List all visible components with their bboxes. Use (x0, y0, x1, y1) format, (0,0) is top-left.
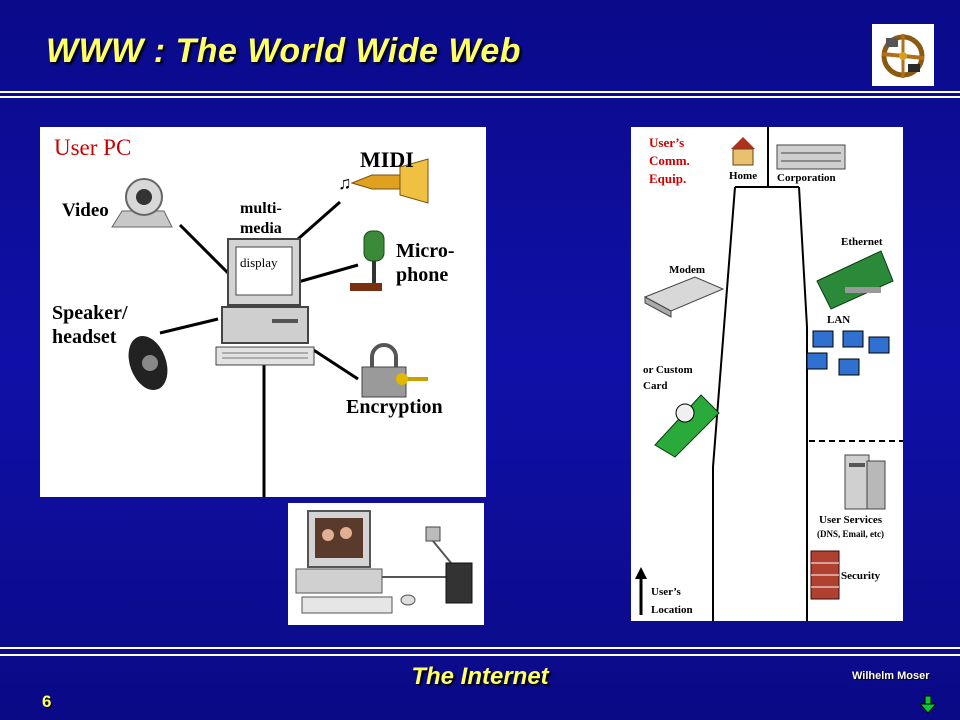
midi-label: MIDI (360, 147, 414, 172)
media-label: media (240, 220, 282, 237)
footer-rule-bottom (0, 654, 960, 656)
services-detail-label: (DNS, Email, etc) (817, 529, 884, 539)
pc-heading: User PC (54, 135, 131, 160)
up-arrow-icon (635, 567, 647, 615)
webcam-icon (111, 178, 173, 228)
header-rule-bottom (0, 96, 960, 98)
location-label-1: User’s (651, 586, 681, 598)
ethernet-card-icon (816, 250, 894, 310)
computer-icon (215, 238, 315, 366)
location-label-2: Location (651, 604, 693, 616)
microphone-icon (350, 230, 385, 291)
video-label: Video (62, 200, 109, 221)
author-name: Wilhelm Moser (852, 670, 930, 682)
multi-label: multi- (240, 200, 282, 217)
custom-card-icon (654, 394, 720, 458)
footer-rule-top (0, 647, 960, 649)
comm-heading-line2: Comm. (649, 153, 690, 168)
home-pc-photo (288, 503, 484, 625)
lan-computers-icon (806, 330, 890, 376)
trumpet-icon: ♫ (338, 158, 429, 204)
footer-title: The Internet (411, 663, 549, 690)
header-rule-top (0, 91, 960, 93)
modem-label: Modem (669, 264, 705, 276)
svg-text:♫: ♫ (338, 173, 352, 193)
security-label: Security (841, 570, 881, 582)
services-label: User Services (819, 514, 883, 526)
building-icon (776, 144, 846, 170)
display-label: display (240, 255, 278, 270)
encryption-label: Encryption (346, 396, 443, 418)
padlock-icon (361, 343, 428, 398)
speaker-label: Speaker/ (52, 302, 128, 324)
modem-icon (643, 276, 725, 318)
home-label: Home (729, 170, 757, 182)
lan-label: LAN (827, 314, 850, 326)
firewall-icon (810, 550, 840, 600)
corporation-label: Corporation (777, 172, 836, 184)
comm-heading-line3: Equip. (649, 171, 686, 186)
sextant-logo (872, 24, 934, 86)
server-icon (844, 454, 886, 510)
micro-label: Micro- (396, 240, 455, 262)
custom-card-label-1: or Custom (643, 364, 693, 376)
custom-card-label-2: Card (643, 380, 667, 392)
user-pc-diagram: User PC Video display multi- media ♫ MID… (40, 127, 486, 497)
ethernet-label: Ethernet (841, 236, 883, 248)
next-slide-arrow-icon[interactable] (918, 694, 938, 714)
slide-title: WWW : The World Wide Web (46, 32, 522, 70)
phone-label: phone (396, 264, 448, 286)
headset-icon (128, 335, 168, 391)
network-diagram: User’s Comm. Equip. Home Corporation Eth… (631, 127, 903, 621)
comm-heading-line1: User’s (649, 135, 684, 150)
headset-label: headset (52, 326, 117, 348)
page-number: 6 (42, 692, 52, 711)
house-icon (731, 137, 755, 166)
